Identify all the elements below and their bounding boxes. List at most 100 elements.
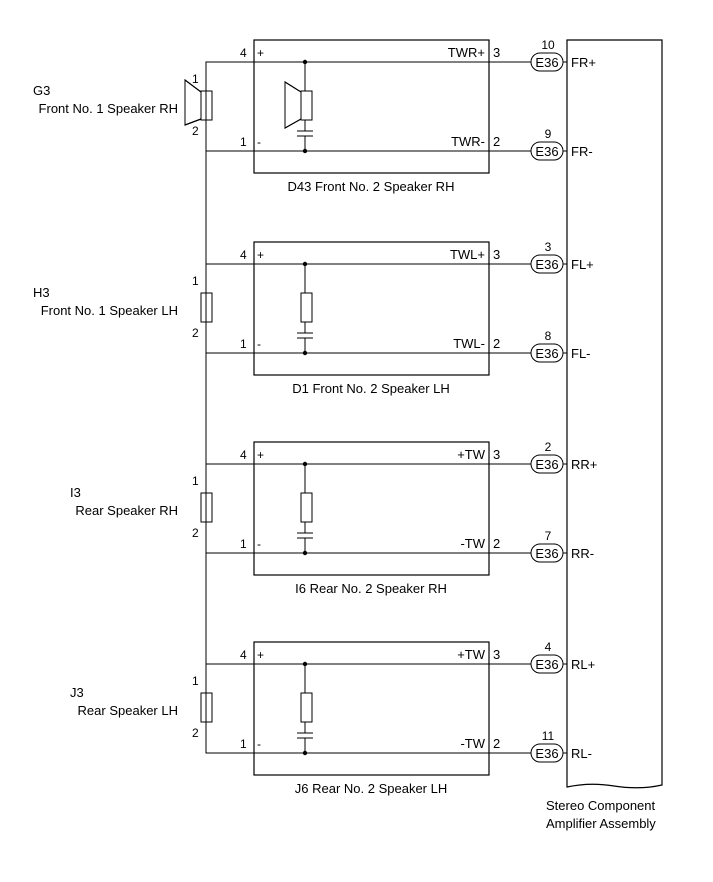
amp-signal-plus: FL+ (571, 257, 594, 272)
output-pin-minus: 2 (493, 336, 500, 351)
connector-label: E36 (535, 346, 558, 361)
box-sign-minus: - (257, 337, 261, 351)
terminal-label-minus: -TW (460, 736, 485, 751)
terminal-label-minus: TWL- (453, 336, 485, 351)
terminal-label-plus: +TW (457, 647, 486, 662)
wire-speaker-minus (205, 120, 254, 152)
amplifier-assembly: Stereo Component Amplifier Assembly (546, 39, 663, 831)
amp-pin-minus: 8 (545, 329, 552, 343)
speaker-pin-minus: 2 (192, 726, 199, 740)
amp-signal-plus: RL+ (571, 657, 595, 672)
box-pin-plus: 4 (240, 448, 247, 462)
speaker-name-label: Front No. 1 Speaker LH (41, 303, 178, 318)
amp-signal-minus: FR- (571, 144, 593, 159)
speaker-name-label: Front No. 1 Speaker RH (39, 101, 178, 116)
output-pin-minus: 2 (493, 736, 500, 751)
amplifier-label-line1: Stereo Component (546, 798, 656, 813)
speaker-pin-minus: 2 (192, 526, 199, 540)
speaker-code-label: H3 (33, 285, 50, 300)
terminal-label-plus: +TW (457, 447, 486, 462)
woofer-cone-icon (184, 79, 202, 126)
speaker-pin-plus: 1 (192, 674, 199, 688)
connector-label: E36 (535, 657, 558, 672)
amp-signal-minus: RL- (571, 746, 592, 761)
wire-speaker-minus (205, 120, 254, 354)
output-pin-minus: 2 (493, 134, 500, 149)
tweeter-box (253, 441, 490, 576)
amp-signal-minus: RR- (571, 546, 594, 561)
connector-label: E36 (535, 55, 558, 70)
box-sign-minus: - (257, 537, 261, 551)
box-sign-minus: - (257, 135, 261, 149)
tweeter-cone-icon (284, 81, 302, 129)
output-pin-minus: 2 (493, 536, 500, 551)
terminal-label-plus: TWR+ (448, 45, 485, 60)
woofer-cone-icon (184, 79, 202, 126)
box-sign-minus: - (257, 737, 261, 751)
amplifier-label-line2: Amplifier Assembly (546, 816, 656, 831)
wire-speaker-plus (205, 61, 254, 91)
tweeter-box (253, 39, 490, 174)
tweeter-magnet (300, 90, 313, 121)
wire-speaker-plus (205, 91, 254, 265)
amp-signal-plus: FR+ (571, 55, 596, 70)
speaker-pin-minus: 2 (192, 326, 199, 340)
amp-pin-plus: 4 (545, 640, 552, 654)
box-pin-minus: 1 (240, 737, 247, 751)
output-pin-plus: 3 (493, 447, 500, 462)
box-pin-plus: 4 (240, 648, 247, 662)
tweeter-label: D1 Front No. 2 Speaker LH (292, 381, 450, 396)
box-pin-minus: 1 (240, 337, 247, 351)
tweeter-cone-icon (284, 81, 302, 129)
terminal-label-minus: -TW (460, 536, 485, 551)
speaker-pin-plus: 1 (192, 274, 199, 288)
tweeter-label: D43 Front No. 2 Speaker RH (288, 179, 455, 194)
connector-label: E36 (535, 457, 558, 472)
box-pin-plus: 4 (240, 248, 247, 262)
amp-signal-minus: FL- (571, 346, 591, 361)
speaker-pin-plus: 1 (192, 72, 199, 86)
amp-pin-plus: 10 (541, 38, 555, 52)
tweeter-cone-icon (284, 81, 302, 129)
connector-label: E36 (535, 144, 558, 159)
tweeter-magnet (300, 492, 313, 523)
wire-speaker-plus (205, 91, 254, 465)
speaker-name-label: Rear Speaker LH (78, 703, 178, 718)
box-pin-plus: 4 (240, 46, 247, 60)
speaker-name-label: Rear Speaker RH (75, 503, 178, 518)
tweeter-box (253, 641, 490, 776)
box-sign-plus: + (257, 448, 264, 462)
amplifier-box (566, 39, 663, 789)
amp-pin-minus: 7 (545, 529, 552, 543)
speaker-pin-minus: 2 (192, 124, 199, 138)
tweeter-cone-icon (284, 81, 302, 129)
wire-speaker-plus (205, 91, 254, 665)
amp-pin-minus: 9 (545, 127, 552, 141)
box-sign-plus: + (257, 46, 264, 60)
box-pin-minus: 1 (240, 537, 247, 551)
terminal-label-minus: TWR- (451, 134, 485, 149)
amp-pin-plus: 3 (545, 240, 552, 254)
connector-label: E36 (535, 546, 558, 561)
output-pin-plus: 3 (493, 647, 500, 662)
amp-signal-plus: RR+ (571, 457, 597, 472)
woofer-cone-icon (184, 79, 202, 126)
tweeter-magnet (300, 692, 313, 723)
amp-pin-minus: 11 (542, 729, 555, 743)
tweeter-label: J6 Rear No. 2 Speaker LH (295, 781, 447, 796)
speaker-code-label: G3 (33, 83, 50, 98)
connector-label: E36 (535, 257, 558, 272)
tweeter-label: I6 Rear No. 2 Speaker RH (295, 581, 447, 596)
wire-speaker-minus (205, 120, 254, 554)
output-pin-plus: 3 (493, 45, 500, 60)
woofer-cone-icon (184, 79, 202, 126)
output-pin-plus: 3 (493, 247, 500, 262)
wire-speaker-minus (205, 120, 254, 754)
tweeter-magnet (300, 292, 313, 323)
